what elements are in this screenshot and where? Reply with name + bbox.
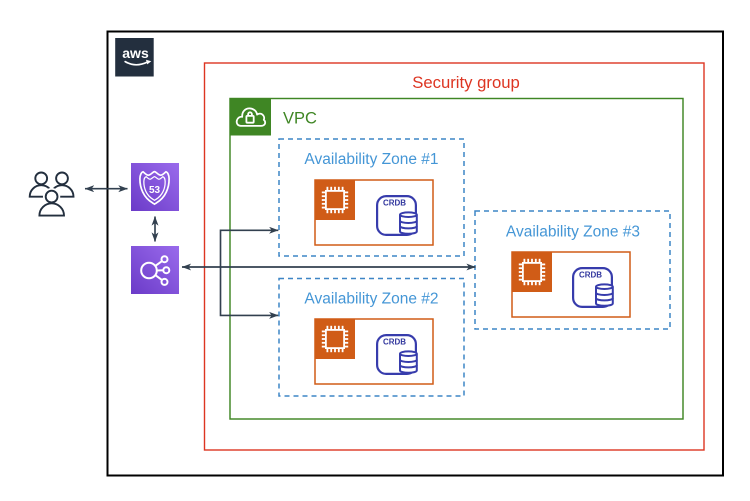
svg-text:Availability Zone #2: Availability Zone #2 [304, 291, 438, 308]
svg-text:53: 53 [149, 185, 161, 196]
svg-text:Security group: Security group [412, 73, 520, 92]
svg-text:VPC: VPC [283, 109, 317, 127]
svg-text:Availability Zone #1: Availability Zone #1 [304, 151, 438, 168]
svg-text:Availability Zone #3: Availability Zone #3 [506, 224, 640, 241]
svg-text:aws: aws [122, 45, 149, 61]
